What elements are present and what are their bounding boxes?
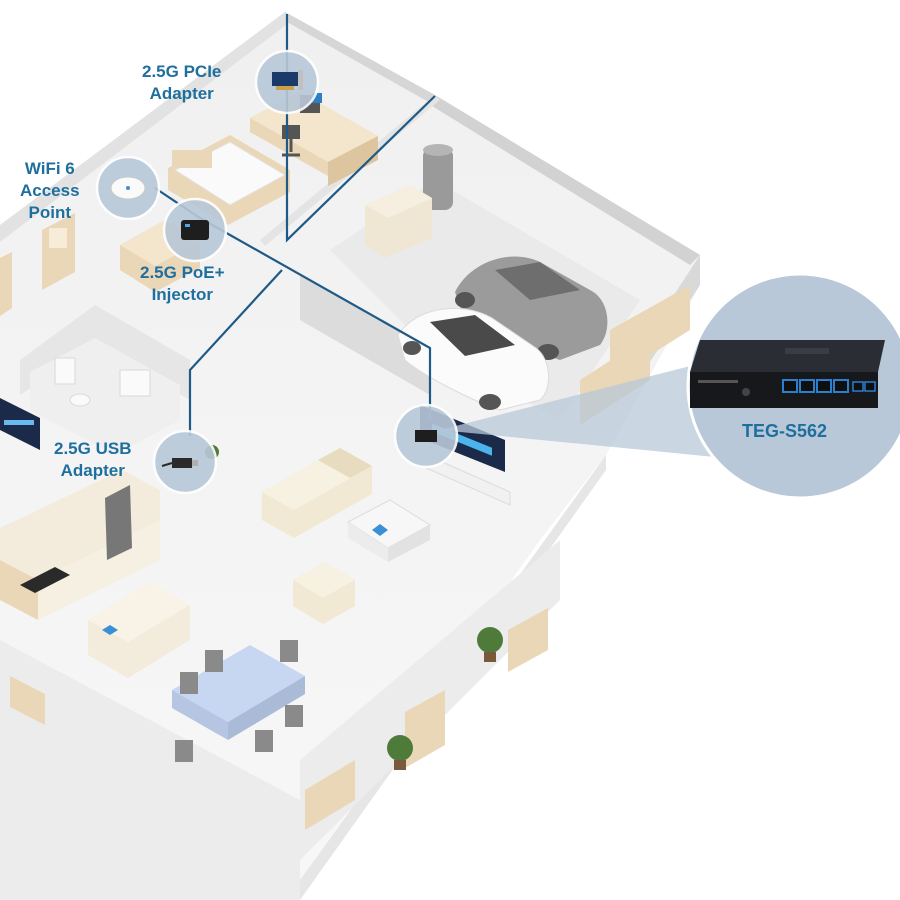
outer-wall-top-right [285,12,435,104]
callout-label-poe-injector: 2.5G PoE+ Injector [140,262,225,306]
armchair [293,562,355,624]
bathroom [30,338,180,455]
switch-sfp-ports [852,381,876,392]
callout-usb [152,429,218,495]
coffee-table [347,499,431,562]
bedroom-door [42,213,75,290]
dining-chairs [175,640,303,762]
water-heater [423,144,453,210]
outer-wall-top-left [0,12,290,242]
label-line: 2.5G USB [54,439,132,458]
label-line: Injector [151,285,213,304]
label-line: Adapter [60,461,125,480]
interior-wall-garage-divider [300,275,430,395]
callout-pcie [254,49,320,115]
callout-wifi [95,155,161,221]
label-line: WiFi 6 [24,159,75,178]
callout-label-switch-model: TEG-S562 [742,420,827,442]
washer [365,185,432,258]
front-windows [10,608,548,830]
grey-car [455,256,608,360]
front-wall-left [0,640,300,900]
poe-injector-icon [181,220,209,240]
label-line: 2.5G PCIe [142,62,222,81]
callout-switch-large [686,272,900,500]
kitchen-island [88,582,190,678]
network-switch-icon [690,340,885,408]
label-line: Adapter [149,84,214,103]
label-line: TEG-S562 [742,421,828,441]
label-line: Access [20,181,80,200]
callout-label-pcie-adapter: 2.5G PCIe Adapter [142,61,221,105]
switch-callout-cone [440,352,745,460]
callout-label-wifi-access-point: WiFi 6 Access Point [20,158,80,224]
left-door [0,252,12,316]
refrigerator [105,485,132,560]
usb-adapter-icon [161,458,198,468]
white-car [397,307,550,411]
callout-label-usb-adapter: 2.5G USB Adapter [54,438,131,482]
label-line: Point [28,203,72,222]
label-line: 2.5G PoE+ [140,263,225,282]
switch-ethernet-ports [782,379,849,393]
interior-wall-bathroom [20,305,190,400]
access-point-icon [110,176,146,200]
pcie-card-icon [272,70,303,90]
left-tv [0,398,40,450]
sofa [262,448,372,538]
garage-back-wall [432,95,700,265]
callout-switch-small [393,403,459,469]
callout-poe [162,197,228,263]
dining-table [172,645,305,740]
